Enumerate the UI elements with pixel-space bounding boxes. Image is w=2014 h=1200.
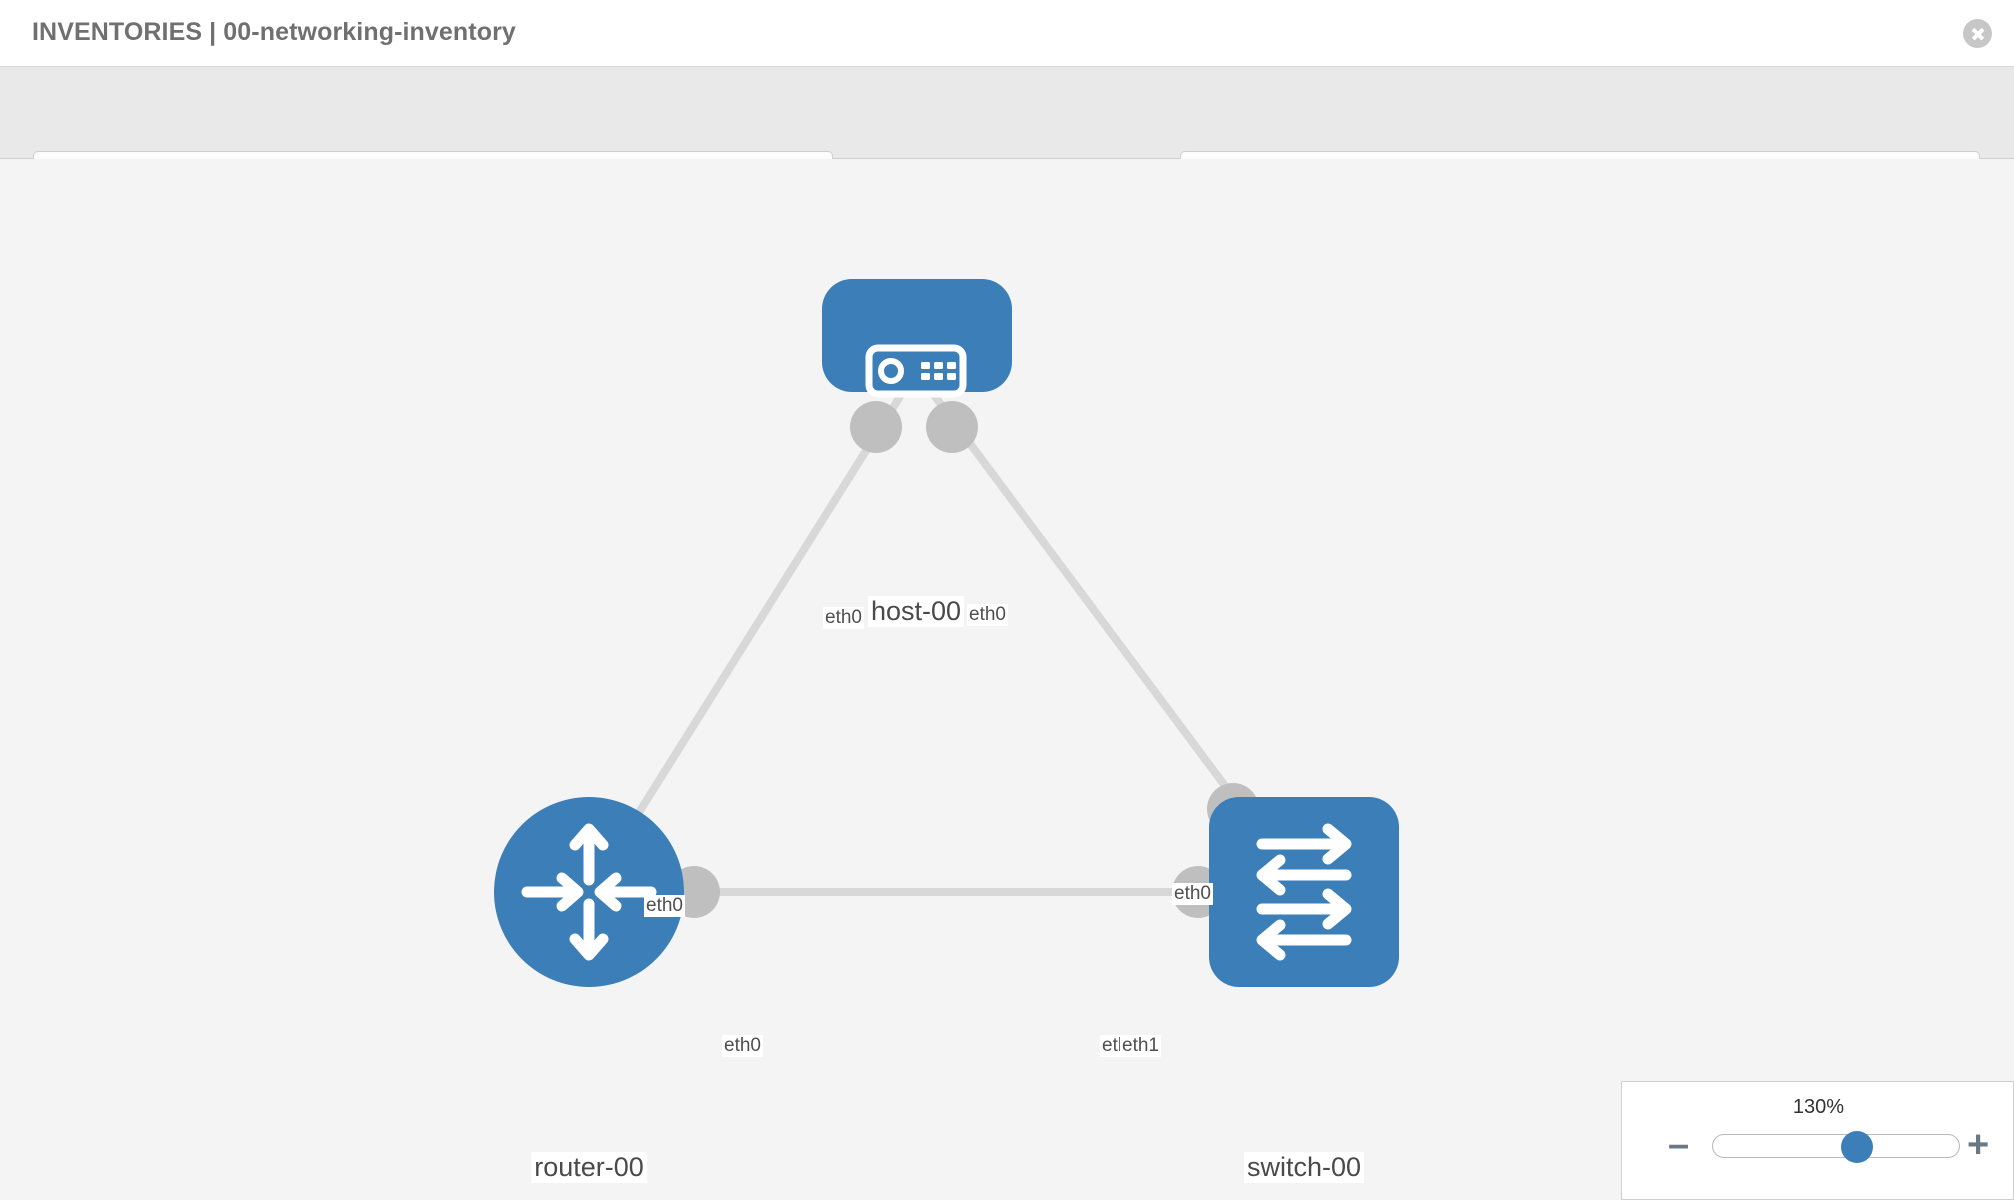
node-host-00 xyxy=(822,279,1012,398)
iface-label-switch-to-router-overlap: etl xyxy=(1100,1035,1125,1057)
node-label-host-00: host-00 xyxy=(867,596,965,627)
node-label-switch-00: switch-00 xyxy=(1243,1152,1365,1183)
iface-label-host-to-router: eth0 xyxy=(823,607,864,629)
zoom-slider-track[interactable] xyxy=(1712,1131,1960,1163)
zoom-out-button[interactable]: – xyxy=(1668,1124,1690,1166)
page-header: INVENTORIES | 00-networking-inventory xyxy=(0,0,2014,67)
toolbar: ACTIONS SEARCH xyxy=(0,67,2014,201)
node-router-00 xyxy=(494,797,684,987)
node-switch-00 xyxy=(1209,797,1399,987)
zoom-in-button[interactable]: + xyxy=(1967,1124,1990,1166)
topology-canvas[interactable]: host-00 router-00 switch-00 eth0 eth0 et… xyxy=(0,159,2014,1200)
nub-host-left xyxy=(850,401,902,453)
link-host-router xyxy=(585,368,920,895)
nub-host-right xyxy=(926,401,978,453)
topology-interface-nubs xyxy=(668,401,1259,918)
close-icon[interactable] xyxy=(1963,19,1992,48)
node-switch-00-shape xyxy=(1209,797,1399,987)
zoom-percent-readout: 130% xyxy=(1792,1096,1845,1118)
page-title: INVENTORIES | 00-networking-inventory xyxy=(32,18,516,46)
iface-label-switch-to-router: eth1 xyxy=(1120,1035,1161,1057)
zoom-slider-thumb[interactable] xyxy=(1841,1131,1874,1163)
iface-label-router-to-host: eth0 xyxy=(644,895,685,917)
node-router-00-shape xyxy=(494,797,684,987)
node-label-router-00: router-00 xyxy=(531,1152,647,1183)
iface-label-host-to-switch: eth0 xyxy=(967,604,1008,626)
node-host-00-shape xyxy=(822,279,1012,392)
iface-label-router-to-switch: eth0 xyxy=(722,1035,763,1057)
zoom-control-panel: 130% – + xyxy=(1621,1081,2014,1200)
iface-label-switch-to-host: eth0 xyxy=(1172,883,1213,905)
topology-graph xyxy=(494,279,1399,987)
